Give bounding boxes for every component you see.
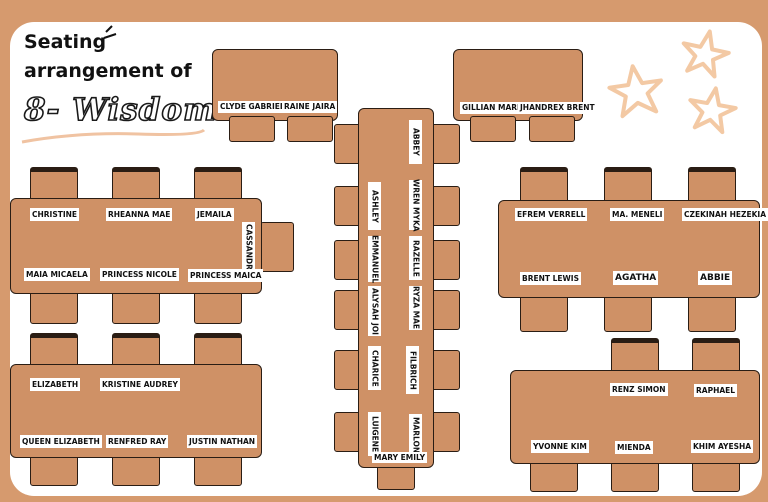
chair <box>430 412 460 452</box>
seat-label: ASHLEY <box>368 182 381 230</box>
chair <box>470 116 516 142</box>
seat-label: RENFRED RAY <box>106 435 169 448</box>
seat-label: RENZ SIMON <box>610 383 668 396</box>
title-line-1: Seating <box>24 31 107 53</box>
chair <box>194 454 242 486</box>
seat-label: QUEEN ELIZABETH <box>20 435 102 448</box>
chair <box>430 124 460 164</box>
chair <box>229 116 275 142</box>
seat-label: CZEKINAH HEZEKIA <box>682 208 768 221</box>
chair <box>430 290 460 330</box>
title-line-2: arrangement of <box>24 60 192 82</box>
stars-decoration-icon <box>607 29 738 135</box>
seat-label: MIENDA <box>615 441 653 454</box>
chair <box>688 294 736 332</box>
seat-label: JEMAILA <box>195 208 234 221</box>
seat-label: ABBIE <box>698 271 733 285</box>
chair <box>611 460 659 492</box>
seat-label: CASSANDRA <box>242 222 255 278</box>
seat-label: LUIGENE <box>368 412 381 456</box>
seat-label: KRISTINE AUDREY <box>100 378 180 391</box>
title-line-3: 8- Wisdom <box>23 91 217 129</box>
seat-label: CHRISTINE <box>30 208 80 221</box>
chair <box>194 290 242 324</box>
seat-label: CHARICE <box>368 346 381 390</box>
seat-label: KHIM AYESHA <box>691 440 754 453</box>
seat-label: FILBRICH <box>406 346 419 394</box>
chair <box>112 290 160 324</box>
chair <box>692 460 740 492</box>
seat-label: CLYDE GABRIEL <box>218 101 287 113</box>
chair <box>529 116 575 142</box>
seat-label: RAPHAEL <box>694 384 738 397</box>
chair <box>520 294 568 332</box>
spark-icon <box>103 25 117 39</box>
seat-label: GILLIAN MARIE <box>460 102 527 114</box>
seat-label: AGATHA <box>613 271 659 285</box>
seat-label: JHANDREX BRENT <box>518 102 597 114</box>
chair <box>430 350 460 390</box>
seat-label: EFREM VERRELL <box>515 208 588 221</box>
seat-label: RAZELLE <box>409 236 422 280</box>
seat-label: MARLON <box>409 414 422 456</box>
seat-label: ALYSAH JOI <box>368 286 381 336</box>
seat-label: RYZA MAE <box>409 286 422 330</box>
seat-label: WREN MYKA <box>409 179 422 231</box>
seat-label: PRINCESS NICOLE <box>100 268 179 281</box>
seat-label: RAINE JAIRA <box>282 101 338 113</box>
chair <box>430 186 460 226</box>
chair <box>604 294 652 332</box>
seat-label: MA. MENELI <box>610 208 665 221</box>
title-underline-icon <box>21 128 206 144</box>
seat-label: RHEANNA MAE <box>106 208 173 221</box>
chair <box>287 116 333 142</box>
seat-label: PRINCESS MAICA <box>188 269 264 282</box>
chair <box>30 454 78 486</box>
seat-label: MARY EMILY <box>372 452 428 463</box>
chair <box>260 222 294 272</box>
seat-label: EMMANUEL <box>368 235 381 283</box>
seat-label: BRENT LEWIS <box>520 272 581 285</box>
chair <box>530 460 578 492</box>
seat-label: ELIZABETH <box>30 378 81 391</box>
chair <box>430 240 460 280</box>
seat-label: ABBEY <box>409 120 422 164</box>
chair <box>30 290 78 324</box>
seat-label: YVONNE KIM <box>531 440 589 453</box>
seat-label: MAIA MICAELA <box>24 268 90 281</box>
chair <box>112 454 160 486</box>
seat-label: JUSTIN NATHAN <box>187 435 258 448</box>
